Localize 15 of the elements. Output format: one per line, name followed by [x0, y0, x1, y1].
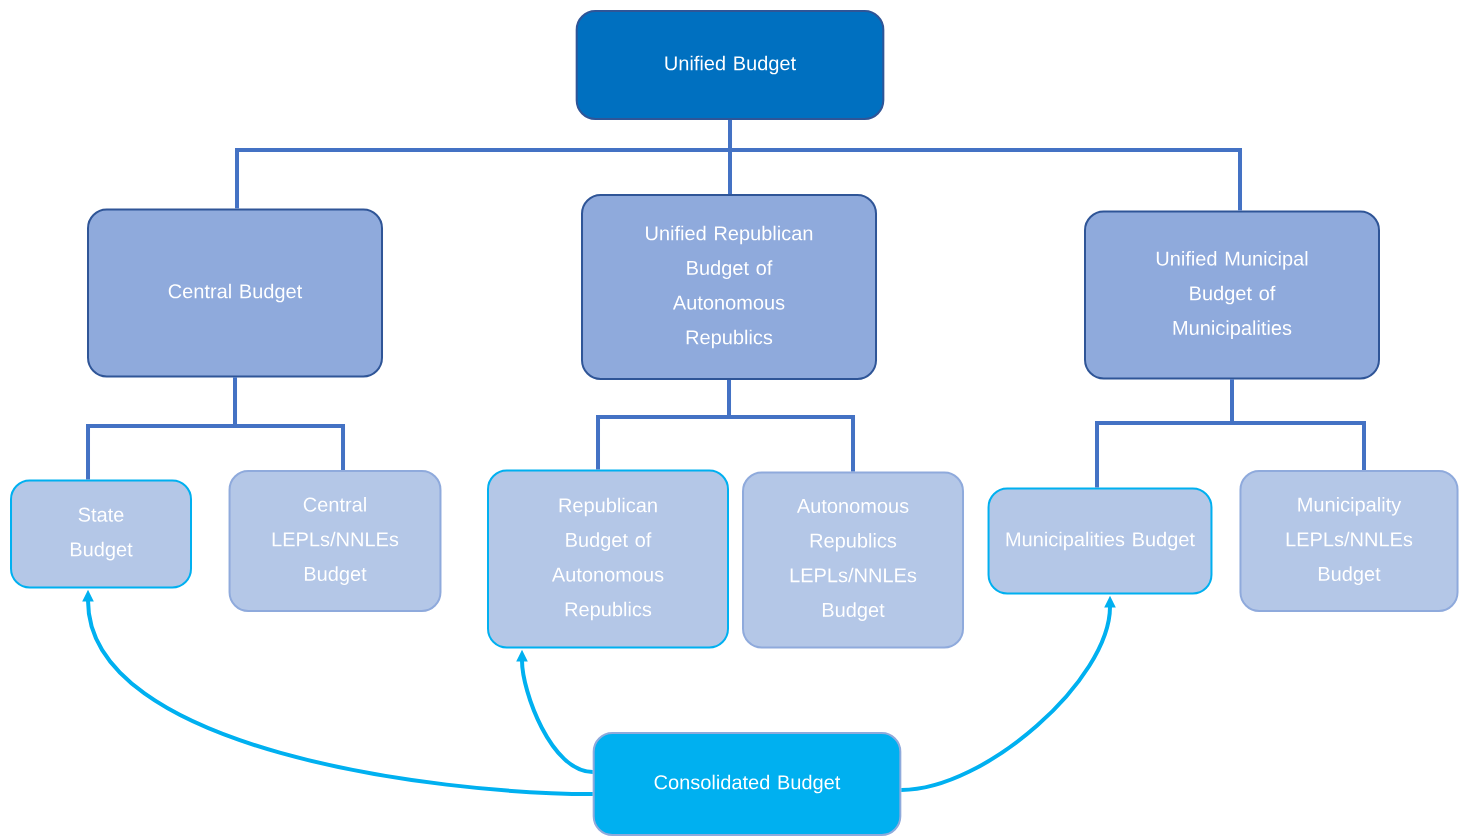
budget-box: Municipality LEPLs/NNLEs Budget: [1239, 470, 1459, 612]
budget-box: Autonomous Republics LEPLs/NNLEs Budget: [742, 471, 964, 649]
connector-line: [727, 380, 855, 472]
connector-line: [1230, 379, 1366, 470]
budget-box: Unified Budget: [575, 10, 885, 120]
budget-box: Central Budget: [87, 208, 383, 378]
budget-box: Unified Republican Budget of Autonomous Republics: [581, 194, 877, 380]
budget-box: Republican Budget of Autonomous Republics: [487, 469, 729, 649]
connector-line: [233, 377, 345, 470]
budget-box: Municipalities Budget: [987, 487, 1213, 595]
budget-box: State Budget: [10, 479, 192, 589]
budget-box: Unified Municipal Budget of Municipalities: [1084, 210, 1380, 380]
budget-box: Central LEPLs/NNLEs Budget: [228, 470, 442, 612]
budget-box: Consolidated Budget: [592, 732, 902, 836]
connector-line: [728, 120, 1242, 211]
